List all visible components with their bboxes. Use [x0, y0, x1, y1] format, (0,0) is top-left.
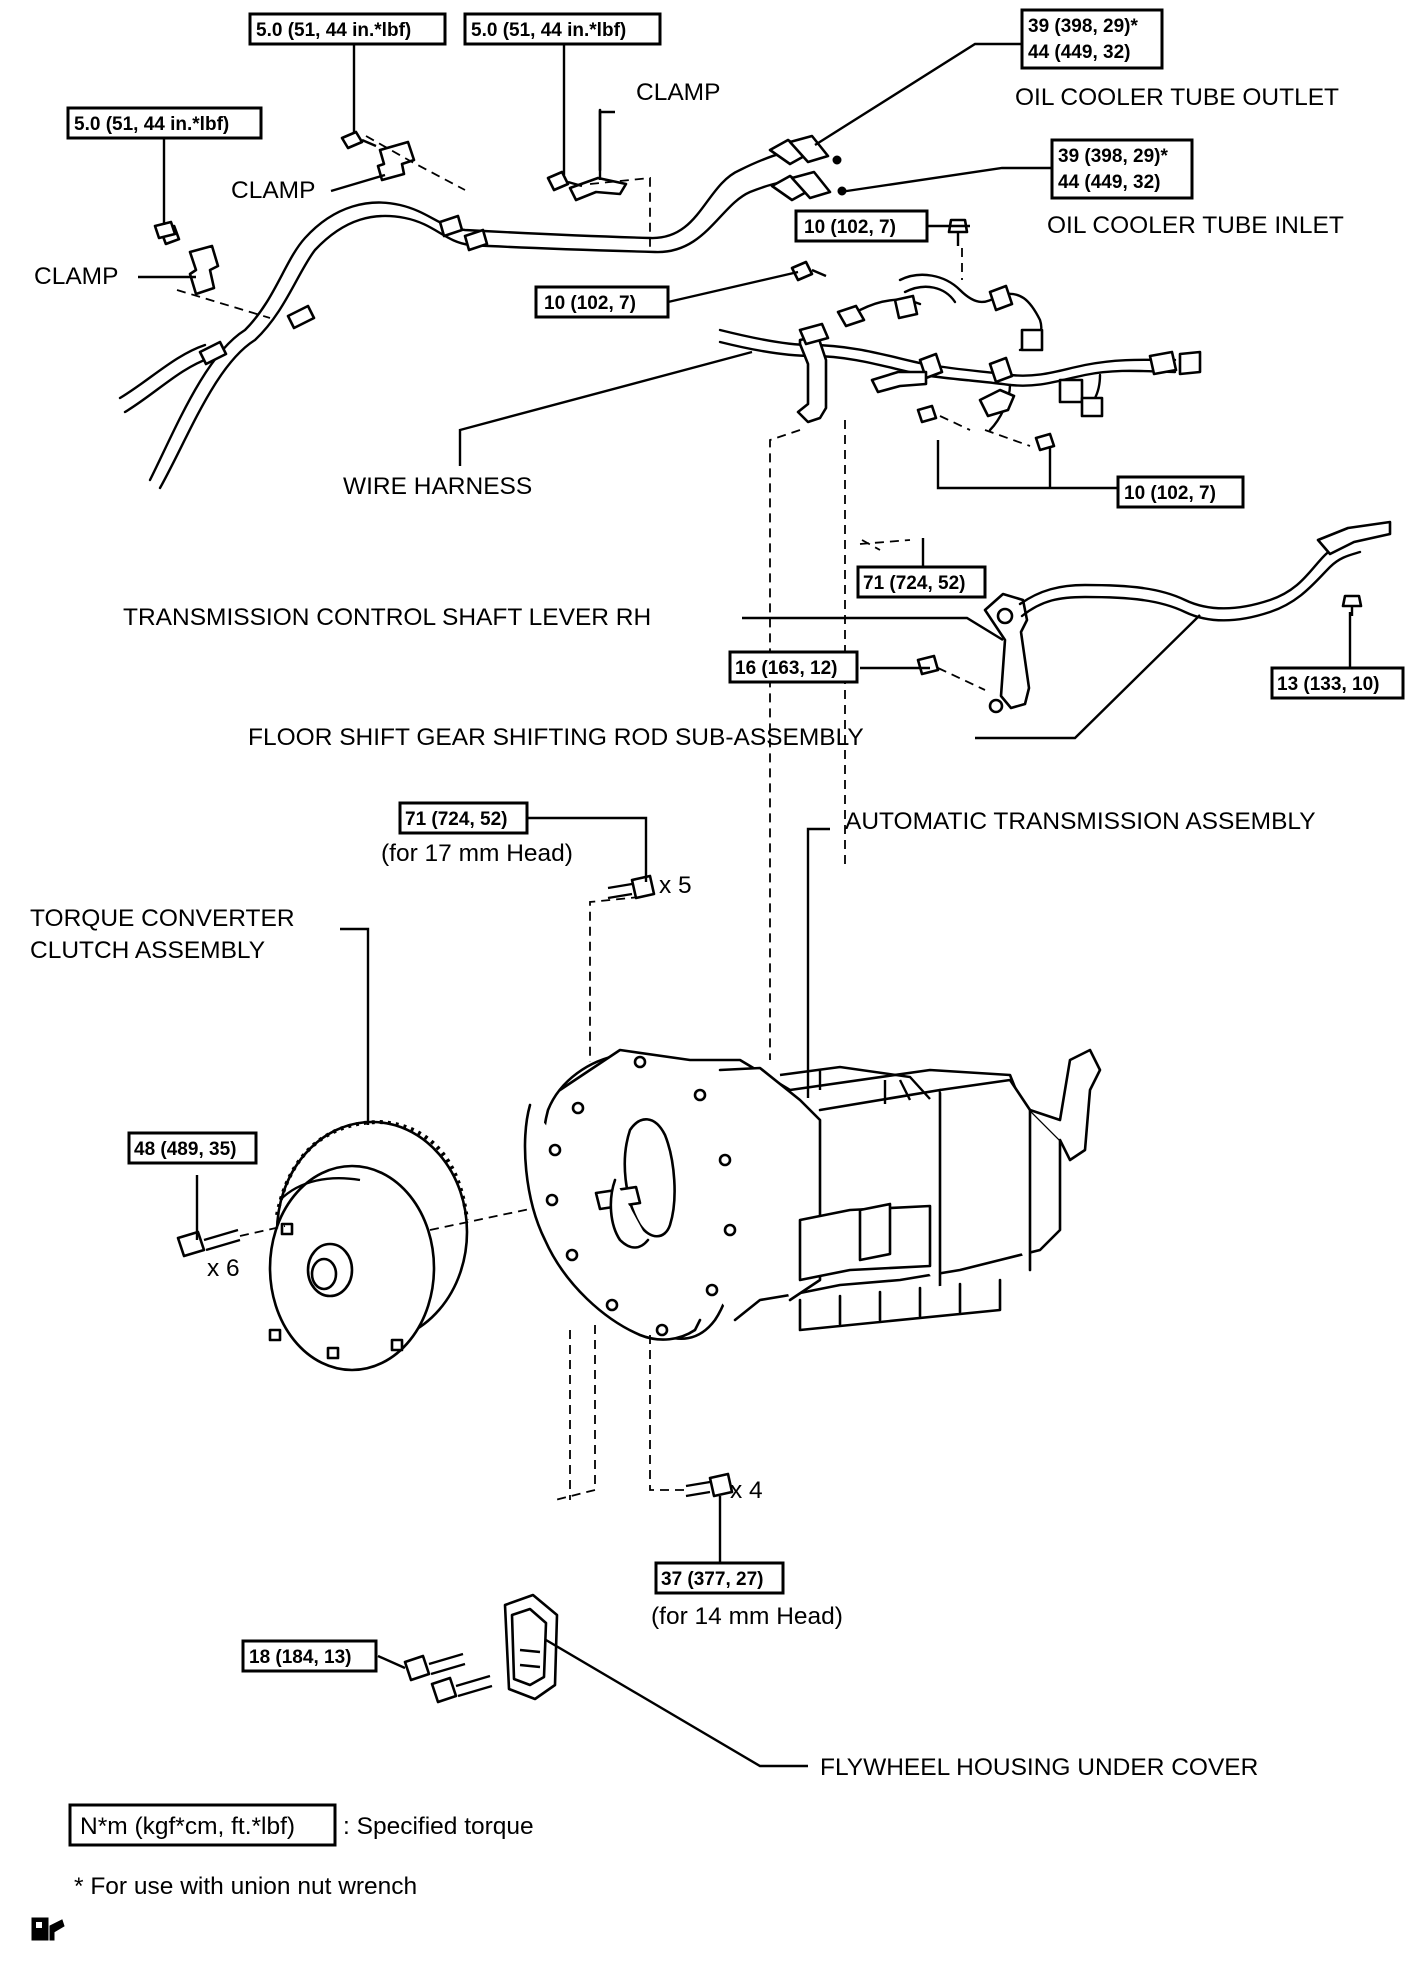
torque-box-harness-bottom: 10 (102, 7): [1116, 475, 1245, 509]
harness-guide-bolt-1: [939, 415, 971, 431]
label-torque-converter-1: TORQUE CONVERTER: [30, 905, 295, 932]
page-mark-icon: [31, 1917, 65, 1941]
note-14mm: (for 14 mm Head): [651, 1603, 843, 1630]
label-flywheel-cover: FLYWHEEL HOUSING UNDER COVER: [820, 1754, 1258, 1781]
svg-text:44 (449, 32): 44 (449, 32): [1058, 172, 1160, 193]
torque-box-clamp-mid: 5.0 (51, 44 in.*lbf): [248, 12, 447, 46]
oil-cooler-tubes: [118, 146, 807, 490]
svg-text:5.0 (51, 44 in.*lbf): 5.0 (51, 44 in.*lbf): [74, 114, 229, 135]
svg-text:48 (489, 35): 48 (489, 35): [134, 1139, 236, 1160]
torque-box-outlet: 39 (398, 29)* 44 (449, 32): [1020, 8, 1164, 70]
svg-text:39 (398, 29)*: 39 (398, 29)*: [1028, 16, 1138, 37]
housing-bolt-17-guide: [589, 896, 641, 1062]
svg-text:: Specified torque: : Specified torque: [343, 1813, 534, 1840]
harness-guide-vert-1: [769, 429, 801, 1060]
torque-box-rod-nut: 13 (133, 10): [1270, 666, 1405, 700]
svg-text:5.0 (51, 44 in.*lbf): 5.0 (51, 44 in.*lbf): [256, 20, 411, 41]
flywheel-cover: [403, 1593, 559, 1704]
label-clamp-top: CLAMP: [636, 79, 720, 106]
svg-text:39 (398, 29)*: 39 (398, 29)*: [1058, 146, 1168, 167]
label-wire-harness: WIRE HARNESS: [343, 473, 532, 500]
bolt-14mm-icon: [685, 1472, 734, 1498]
torque-box-cover: 18 (184, 13): [241, 1639, 378, 1673]
clamp-mid-guide: [365, 135, 466, 191]
bolts-upper: [153, 130, 1056, 452]
label-oil-cooler-outlet: OIL COOLER TUBE OUTLET: [1015, 84, 1339, 111]
svg-text:18 (184, 13): 18 (184, 13): [249, 1647, 351, 1668]
label-clamp-mid: CLAMP: [231, 177, 315, 204]
torque-box-converter: 48 (489, 35): [127, 1131, 258, 1165]
converter-shaft-guide: [429, 1189, 621, 1231]
converter-bolt-guide: [239, 1225, 286, 1237]
torque-box-harness-left: 10 (102, 7): [534, 285, 670, 319]
shaft-lever-bolt-guide: [859, 539, 911, 545]
svg-text:N*m (kgf*cm, ft.*lbf): N*m (kgf*cm, ft.*lbf): [80, 1813, 295, 1840]
oil-cooler-fittings: [768, 134, 847, 202]
clamp-right-part: [568, 108, 628, 202]
svg-text:10 (102, 7): 10 (102, 7): [544, 293, 636, 314]
wire-harness: [718, 273, 1202, 432]
svg-text:10 (102, 7): 10 (102, 7): [804, 217, 896, 238]
clamp-right-guide: [589, 177, 651, 248]
qty-x4: x 4: [730, 1477, 763, 1504]
housing-bolt-14-guide: [649, 1335, 688, 1491]
svg-text:16 (163, 12): 16 (163, 12): [735, 658, 837, 679]
qty-x6: x 6: [207, 1255, 240, 1282]
harness-guide-bolt-2: [984, 429, 1031, 447]
bolt-17mm-icon: [607, 874, 656, 900]
lever-nut-guide: [937, 667, 986, 691]
torque-box-harness-top: 10 (102, 7): [794, 209, 929, 243]
torque-box-housing-17: 71 (724, 52): [398, 801, 529, 835]
legend-unit: N*m (kgf*cm, ft.*lbf) : Specified torque: [68, 1803, 534, 1847]
svg-text:10 (102, 7): 10 (102, 7): [1124, 483, 1216, 504]
transmission-assembly: [523, 1048, 1102, 1341]
qty-x5: x 5: [659, 872, 692, 899]
torque-box-inlet: 39 (398, 29)* 44 (449, 32): [1050, 138, 1194, 200]
label-shift-rod: FLOOR SHIFT GEAR SHIFTING ROD SUB-ASSEMB…: [248, 724, 864, 751]
leader-lines: [138, 40, 1352, 1768]
svg-text:37 (377, 27): 37 (377, 27): [661, 1569, 763, 1590]
torque-box-clamp-left: 5.0 (51, 44 in.*lbf): [66, 106, 263, 140]
svg-text:44 (449, 32): 44 (449, 32): [1028, 42, 1130, 63]
svg-text:71 (724, 52): 71 (724, 52): [863, 573, 965, 594]
harness-guide-small: [861, 539, 881, 551]
clamp-left-guide: [176, 289, 271, 319]
label-shaft-lever: TRANSMISSION CONTROL SHAFT LEVER RH: [123, 604, 651, 631]
label-torque-converter-2: CLUTCH ASSEMBLY: [30, 937, 265, 964]
svg-text:71 (724, 52): 71 (724, 52): [405, 809, 507, 830]
shift-lever-and-rod: [916, 520, 1392, 714]
torque-box-lever-nut: 16 (163, 12): [728, 650, 859, 684]
torque-box-housing-14: 37 (377, 27): [654, 1561, 785, 1595]
torque-box-clamp-right: 5.0 (51, 44 in.*lbf): [463, 12, 662, 46]
torque-converter: [176, 1119, 469, 1372]
note-17mm: (for 17 mm Head): [381, 840, 573, 867]
torque-box-shaft-lever: 71 (724, 52): [856, 565, 987, 599]
label-oil-cooler-inlet: OIL COOLER TUBE INLET: [1047, 212, 1344, 239]
cover-guide-2: [554, 1325, 596, 1501]
svg-text:5.0 (51, 44 in.*lbf): 5.0 (51, 44 in.*lbf): [471, 20, 626, 41]
label-transmission: AUTOMATIC TRANSMISSION ASSEMBLY: [845, 808, 1316, 835]
clamp-mid-part: [376, 140, 416, 182]
label-clamp-left: CLAMP: [34, 263, 118, 290]
footnote: * For use with union nut wrench: [74, 1873, 417, 1900]
svg-text:13 (133, 10): 13 (133, 10): [1277, 674, 1379, 695]
